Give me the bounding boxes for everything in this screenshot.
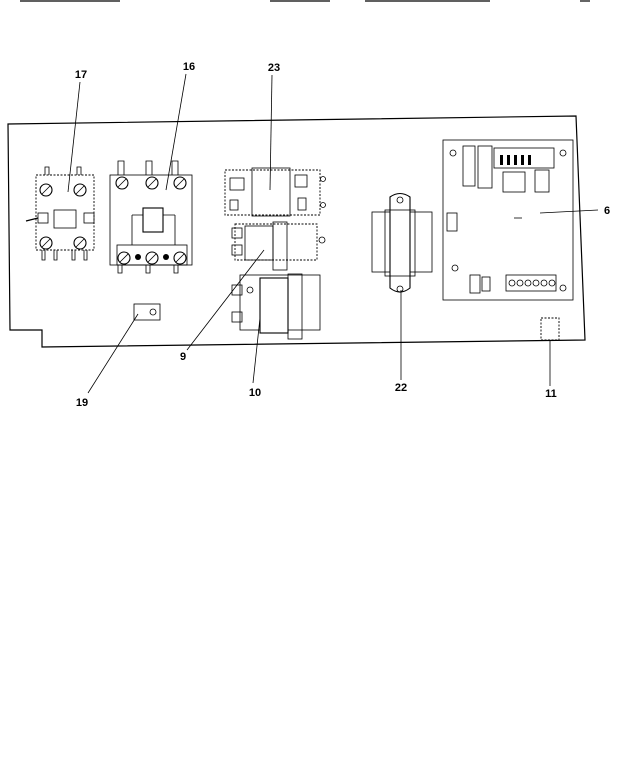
- component-11: [540, 317, 560, 341]
- transformer-22: [371, 192, 433, 293]
- control-panel: [7, 115, 586, 348]
- label-6: 6: [604, 205, 610, 217]
- label-9: 9: [180, 351, 186, 363]
- relay-9: [231, 221, 326, 271]
- label-10: 10: [249, 387, 261, 399]
- contactor-16: [109, 160, 193, 274]
- label-19: 19: [76, 397, 88, 409]
- relay-23: [224, 167, 326, 217]
- label-22: 22: [395, 382, 407, 394]
- label-23: 23: [268, 62, 280, 74]
- ground-lug-19: [133, 303, 161, 321]
- transformer-10: [231, 273, 321, 340]
- control-board-6: [442, 139, 574, 301]
- leader-lines: [67, 73, 599, 394]
- relay-17: [25, 166, 95, 261]
- label-17: 17: [75, 69, 87, 81]
- label-16: 16: [183, 61, 195, 73]
- label-11: 11: [545, 388, 557, 400]
